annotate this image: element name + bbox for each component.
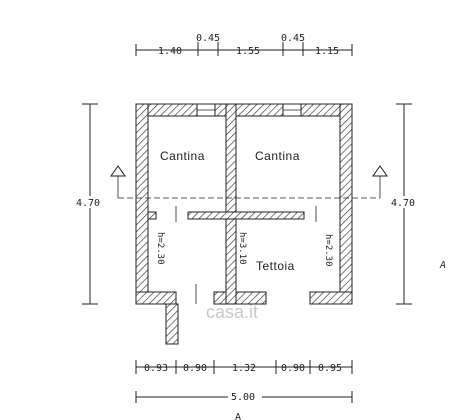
top-dimension-line (135, 42, 353, 56)
windows (196, 103, 302, 117)
total-width-dim: 5.00 (231, 392, 255, 403)
bottom-dim-5: 0.95 (318, 363, 342, 374)
height-label-middle: h=3.10 (237, 232, 247, 265)
walls (135, 103, 353, 345)
bottom-section-mark: A (235, 412, 241, 420)
height-label-left: h=2.30 (155, 232, 165, 265)
top-dim-2: 0.45 (196, 33, 220, 44)
bottom-dim-2: 0.90 (183, 363, 207, 374)
room-label-cantina-left: Cantina (160, 149, 205, 163)
height-label-right: h=2.30 (323, 234, 333, 267)
side-mark: A (439, 260, 446, 271)
bottom-dim-3: 1.32 (232, 363, 256, 374)
top-dim-1: 1.40 (158, 46, 182, 57)
right-height-dim: 4.70 (391, 198, 415, 209)
section-line (110, 165, 388, 199)
top-dim-4: 0.45 (281, 33, 305, 44)
watermark-logo: casa.it (206, 302, 258, 322)
bottom-dim-4: 0.90 (281, 363, 305, 374)
left-height-dim: 4.70 (76, 198, 100, 209)
door-openings (155, 206, 317, 304)
top-dim-5: 1.15 (315, 46, 339, 57)
top-dim-3: 1.55 (236, 46, 260, 57)
bottom-dim-1: 0.93 (144, 363, 168, 374)
vertical-dimension-lines (82, 103, 412, 305)
room-label-cantina-right: Cantina (255, 149, 300, 163)
room-label-tettoia: Tettoia (256, 259, 295, 273)
